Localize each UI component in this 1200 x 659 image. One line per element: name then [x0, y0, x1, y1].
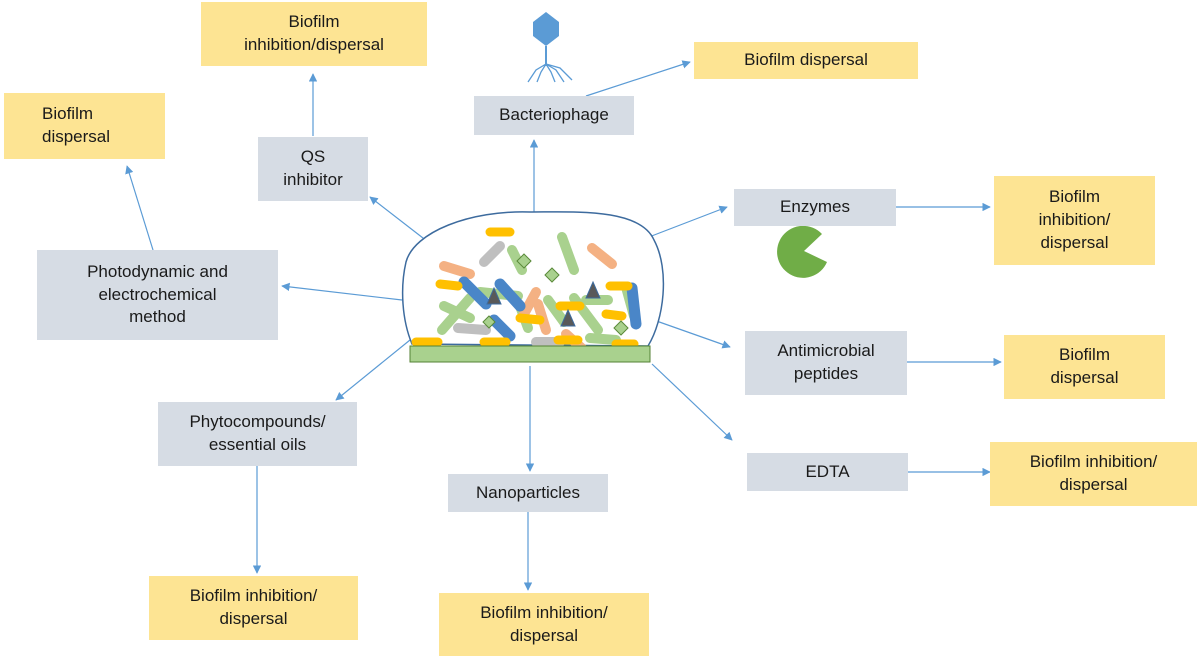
arrow-biofilm-to-photodynamic [281, 282, 403, 301]
bacteriophage-icon [527, 12, 573, 83]
arrow-bacteriophage-to-outcome [585, 60, 691, 97]
phytocompounds-box: Phytocompounds/ essential oils [158, 402, 357, 466]
edta-outcome-box: Biofilm inhibition/ dispersal [990, 442, 1197, 506]
enzymes-box: Enzymes [734, 189, 896, 226]
edta-box: EDTA [747, 453, 908, 491]
bacteriophage-box: Bacteriophage [474, 96, 634, 135]
enzyme-icon [777, 225, 827, 278]
photodynamic-outcome-box: Biofilm dispersal [4, 93, 165, 159]
antimicrobial-outcome-box: Biofilm dispersal [1004, 335, 1165, 399]
arrow-biofilm-to-antimicrobial [647, 317, 731, 349]
biofilm-illustration [401, 211, 665, 363]
arrow-biofilm-to-edta [651, 363, 733, 441]
photodynamic-electrochemical-box: Photodynamic and electrochemical method [37, 250, 278, 340]
phytocompounds-outcome-box: Biofilm inhibition/ dispersal [149, 576, 358, 640]
arrow-biofilm-to-phytocompounds [335, 339, 411, 401]
arrow-biofilm-to-qs [369, 196, 433, 246]
arrow-photodynamic-to-outcome [125, 165, 154, 251]
antimicrobial-peptides-box: Antimicrobial peptides [745, 331, 907, 395]
enzymes-outcome-box: Biofilm inhibition/ dispersal [994, 176, 1155, 265]
nanoparticles-box: Nanoparticles [448, 474, 608, 512]
qs-inhibitor-box: QS inhibitor [258, 137, 368, 201]
qs-outcome-box: Biofilm inhibition/dispersal [201, 2, 427, 66]
bacteriophage-outcome-box: Biofilm dispersal [694, 42, 918, 79]
nanoparticles-outcome-box: Biofilm inhibition/ dispersal [439, 593, 649, 656]
